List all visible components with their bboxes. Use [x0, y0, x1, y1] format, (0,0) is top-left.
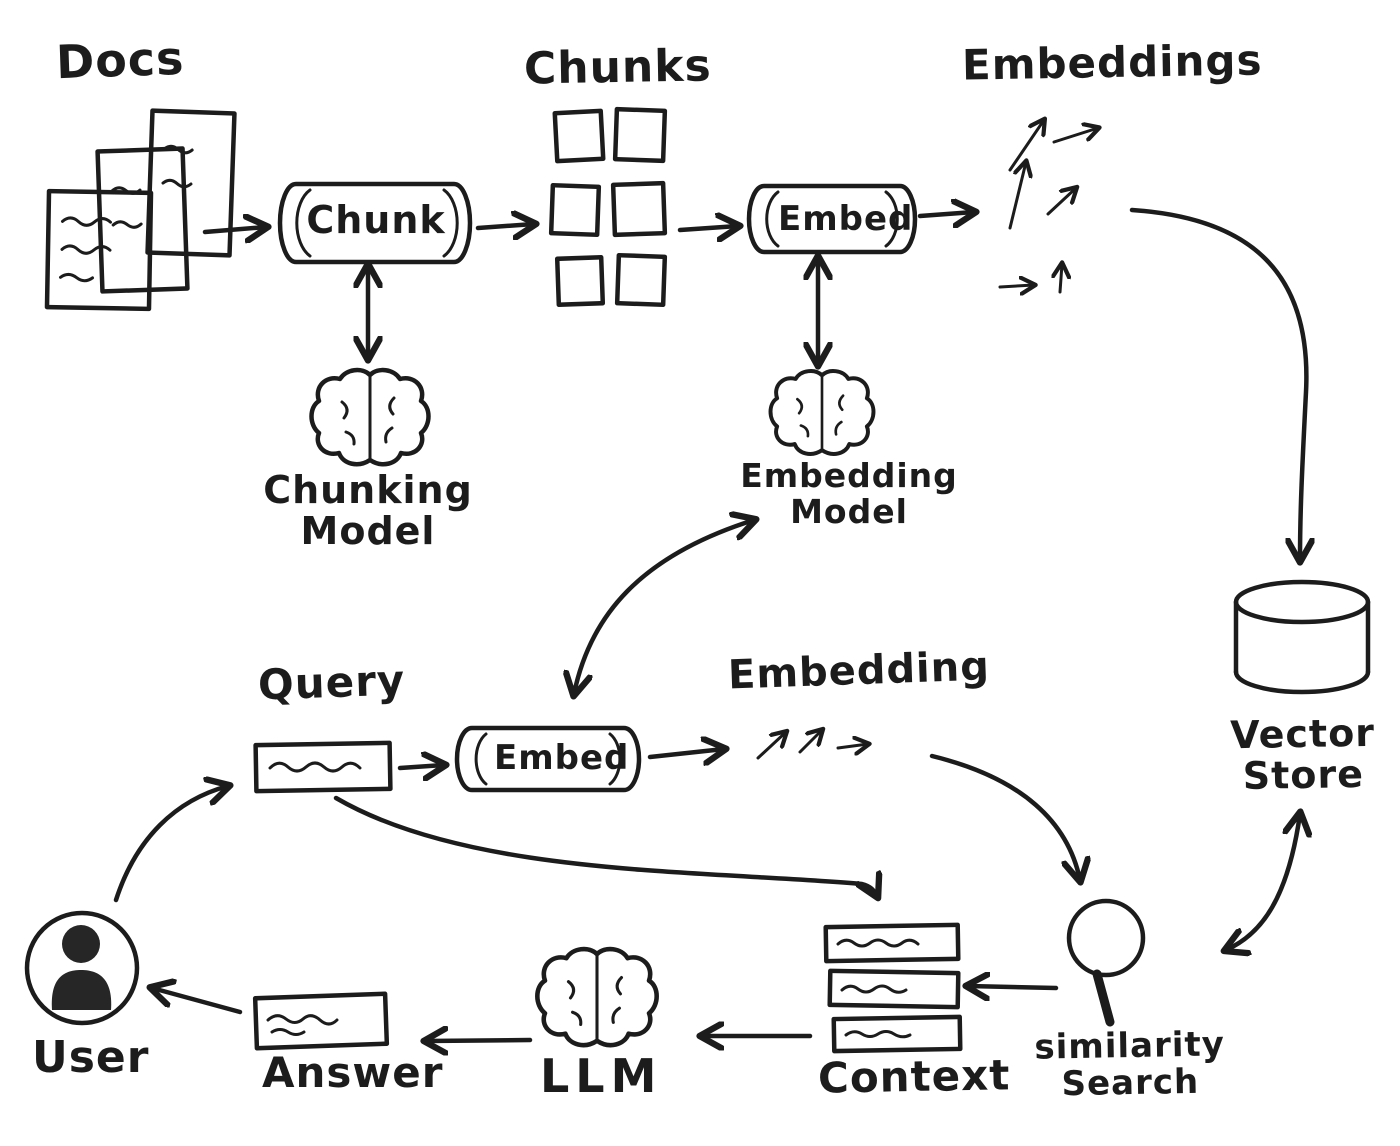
- embeddings-label: Embeddings: [961, 35, 1263, 90]
- chunks-label: Chunks: [523, 40, 713, 95]
- chunk-process-label: Chunk: [306, 198, 446, 242]
- chunk-square: [554, 254, 606, 308]
- arrow-user-to-query: [113, 786, 228, 903]
- docs-stack: [44, 108, 237, 312]
- similarity-search-label: similarity Search: [1034, 1024, 1226, 1104]
- arrow-embed-to-query-embedding: [647, 749, 724, 757]
- arrow-llm-to-answer: [426, 1040, 533, 1041]
- arrow-embed-to-embeddings: [917, 212, 974, 216]
- arrow-similarity-search-to-context: [968, 986, 1059, 988]
- document-icon: [145, 108, 237, 258]
- chunk-square: [610, 180, 668, 238]
- llm-label: LLM: [540, 1049, 663, 1103]
- answer-label: Answer: [262, 1048, 444, 1097]
- context-stack: [823, 922, 963, 1054]
- chunk-node: [277, 181, 473, 265]
- embed-process-label: Embed: [778, 199, 914, 239]
- query-embedding-arrows: [756, 730, 868, 760]
- brain-icon: [312, 370, 429, 464]
- arrow-chunks-to-embed: [677, 226, 738, 230]
- chunks-grid: [548, 106, 668, 308]
- user-label: User: [32, 1032, 150, 1083]
- chunk-square: [552, 108, 606, 164]
- embedding-model-label: Embedding Model: [740, 456, 958, 531]
- magnifier-icon: [1066, 898, 1146, 1027]
- chunking-model-label: Chunking Model: [263, 468, 473, 554]
- chunk-square: [612, 106, 668, 164]
- brain-icon: [537, 949, 656, 1045]
- arrow-vector-store-similarity-search: [1226, 814, 1300, 950]
- vector-store-label: Vector Store: [1229, 710, 1376, 799]
- embeddings-arrows: [998, 120, 1098, 292]
- arrow-query-to-context: [333, 795, 877, 896]
- docs-label: Docs: [55, 30, 186, 90]
- arrow-query-to-embed: [397, 765, 444, 768]
- chunk-square: [548, 182, 602, 238]
- arrow-answer-to-user: [152, 988, 243, 1015]
- query-box: [253, 740, 393, 794]
- arrow-docs-to-chunk: [202, 227, 266, 232]
- embed-query-process-label: Embed: [494, 738, 630, 778]
- brain-icon: [768, 369, 876, 456]
- document-icon: [95, 146, 190, 294]
- query-label: Query: [257, 655, 406, 710]
- vector-store-icon: [1233, 579, 1371, 695]
- arrow-chunk-to-chunks: [475, 224, 534, 228]
- arrow-embedding-to-similarity-search: [929, 753, 1080, 880]
- answer-box: [252, 991, 390, 1051]
- person-icon: [24, 910, 140, 1026]
- chunk-square: [614, 252, 668, 308]
- query-embedding-label: Embedding: [727, 643, 991, 699]
- arrow-embedding-model-query-embed: [574, 520, 754, 694]
- arrow-embeddings-to-vector-store: [1129, 207, 1306, 560]
- document-icon: [44, 188, 154, 312]
- embed-node: [746, 183, 918, 255]
- embed-query-node: [454, 725, 642, 793]
- context-label: Context: [817, 1050, 1011, 1103]
